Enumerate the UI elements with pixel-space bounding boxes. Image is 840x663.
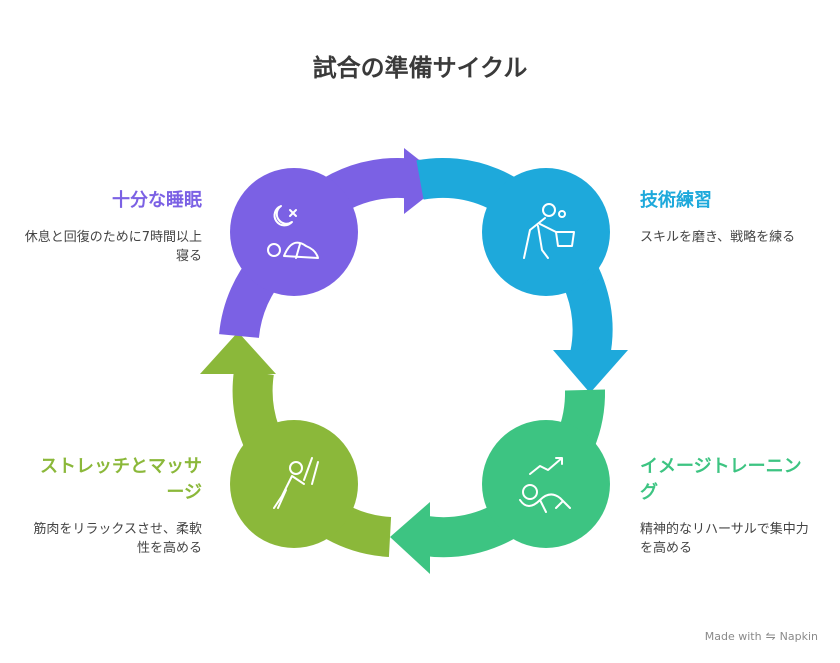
skill-practice-icon <box>523 203 575 259</box>
napkin-logo-icon: ⇋ <box>765 629 776 643</box>
image-training-icon <box>519 457 571 513</box>
step-practice-heading: 技術練習 <box>640 190 712 211</box>
step-circle-practice <box>482 168 610 296</box>
arrow-head-sleep <box>200 332 276 374</box>
step-image-heading: イメージトレーニング <box>640 456 802 503</box>
napkin-watermark: Made with ⇋ Napkin <box>705 629 818 643</box>
step-practice-desc: スキルを磨き、戦略を練る <box>640 230 796 245</box>
step-practice: 技術練習 スキルを磨き、戦略を練る <box>640 188 818 247</box>
watermark-text: Made with <box>704 629 762 643</box>
arrow-head-image <box>553 350 628 393</box>
step-circle-sleep <box>230 168 358 296</box>
arrow-head-stretch <box>390 502 430 574</box>
step-image: イメージトレーニング 精神的なリハーサルで集中力を高める <box>640 454 810 558</box>
step-circle-image <box>482 420 610 548</box>
watermark-brand: Napkin <box>779 629 818 643</box>
step-stretch: ストレッチとマッサージ 筋肉をリラックスさせ、柔軟性を高める <box>30 454 202 558</box>
stretch-icon <box>273 457 319 509</box>
step-sleep: 十分な睡眠 休息と回復のために7時間以上寝る <box>12 188 202 266</box>
step-image-desc: 精神的なリハーサルで集中力を高める <box>640 522 809 556</box>
step-stretch-desc: 筋肉をリラックスさせ、柔軟性を高める <box>33 522 202 556</box>
step-sleep-heading: 十分な睡眠 <box>112 190 202 211</box>
diagram-title: 試合の準備サイクル <box>312 54 528 82</box>
step-circle-stretch <box>230 420 358 548</box>
step-stretch-heading: ストレッチとマッサージ <box>40 456 202 503</box>
sleep-icon <box>267 205 319 259</box>
step-sleep-desc: 休息と回復のために7時間以上寝る <box>24 230 202 264</box>
